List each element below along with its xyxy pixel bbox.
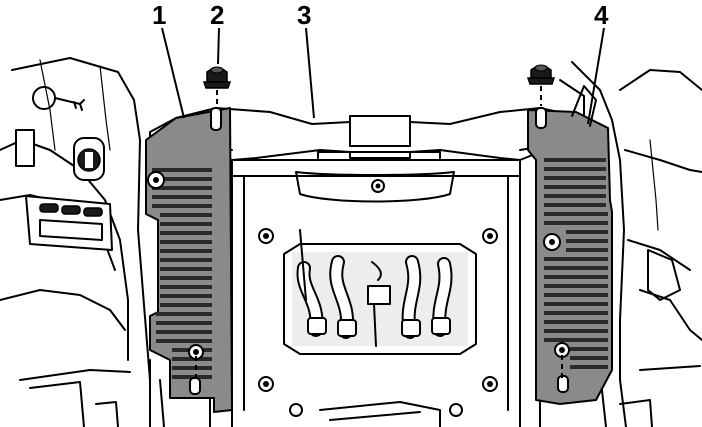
left-body-panel — [0, 57, 165, 427]
left-top-mount-hole — [210, 107, 222, 131]
right-flange-nut — [526, 64, 556, 106]
leader-3 — [305, 27, 315, 119]
key-ring-icon — [32, 86, 56, 110]
callout-2: 2 — [210, 0, 224, 30]
callout-4: 4 — [594, 0, 609, 30]
callout-leaders — [161, 27, 605, 125]
left-panel-slot — [15, 129, 35, 167]
right-bottom-mount-hole — [557, 375, 569, 393]
right-body-panel — [559, 61, 702, 427]
right-top-mount-hole — [535, 107, 547, 129]
right-louvered-guard — [527, 85, 613, 405]
left-louvered-guard — [145, 107, 233, 413]
callout-1: 1 — [152, 0, 166, 30]
hydraulic-hoses — [296, 229, 453, 347]
leader-4 — [587, 27, 605, 125]
left-flange-nut — [202, 66, 232, 108]
right-guard-louvers — [544, 158, 608, 369]
leader-2 — [217, 27, 220, 65]
chassis-frame — [209, 159, 541, 427]
left-bottom-mount-hole — [189, 377, 201, 395]
callout-labels: 1 2 3 4 — [152, 0, 609, 30]
wire-connector — [367, 285, 391, 305]
upper-cutout — [295, 171, 455, 203]
leader-1 — [161, 27, 185, 119]
callout-3: 3 — [297, 0, 311, 30]
